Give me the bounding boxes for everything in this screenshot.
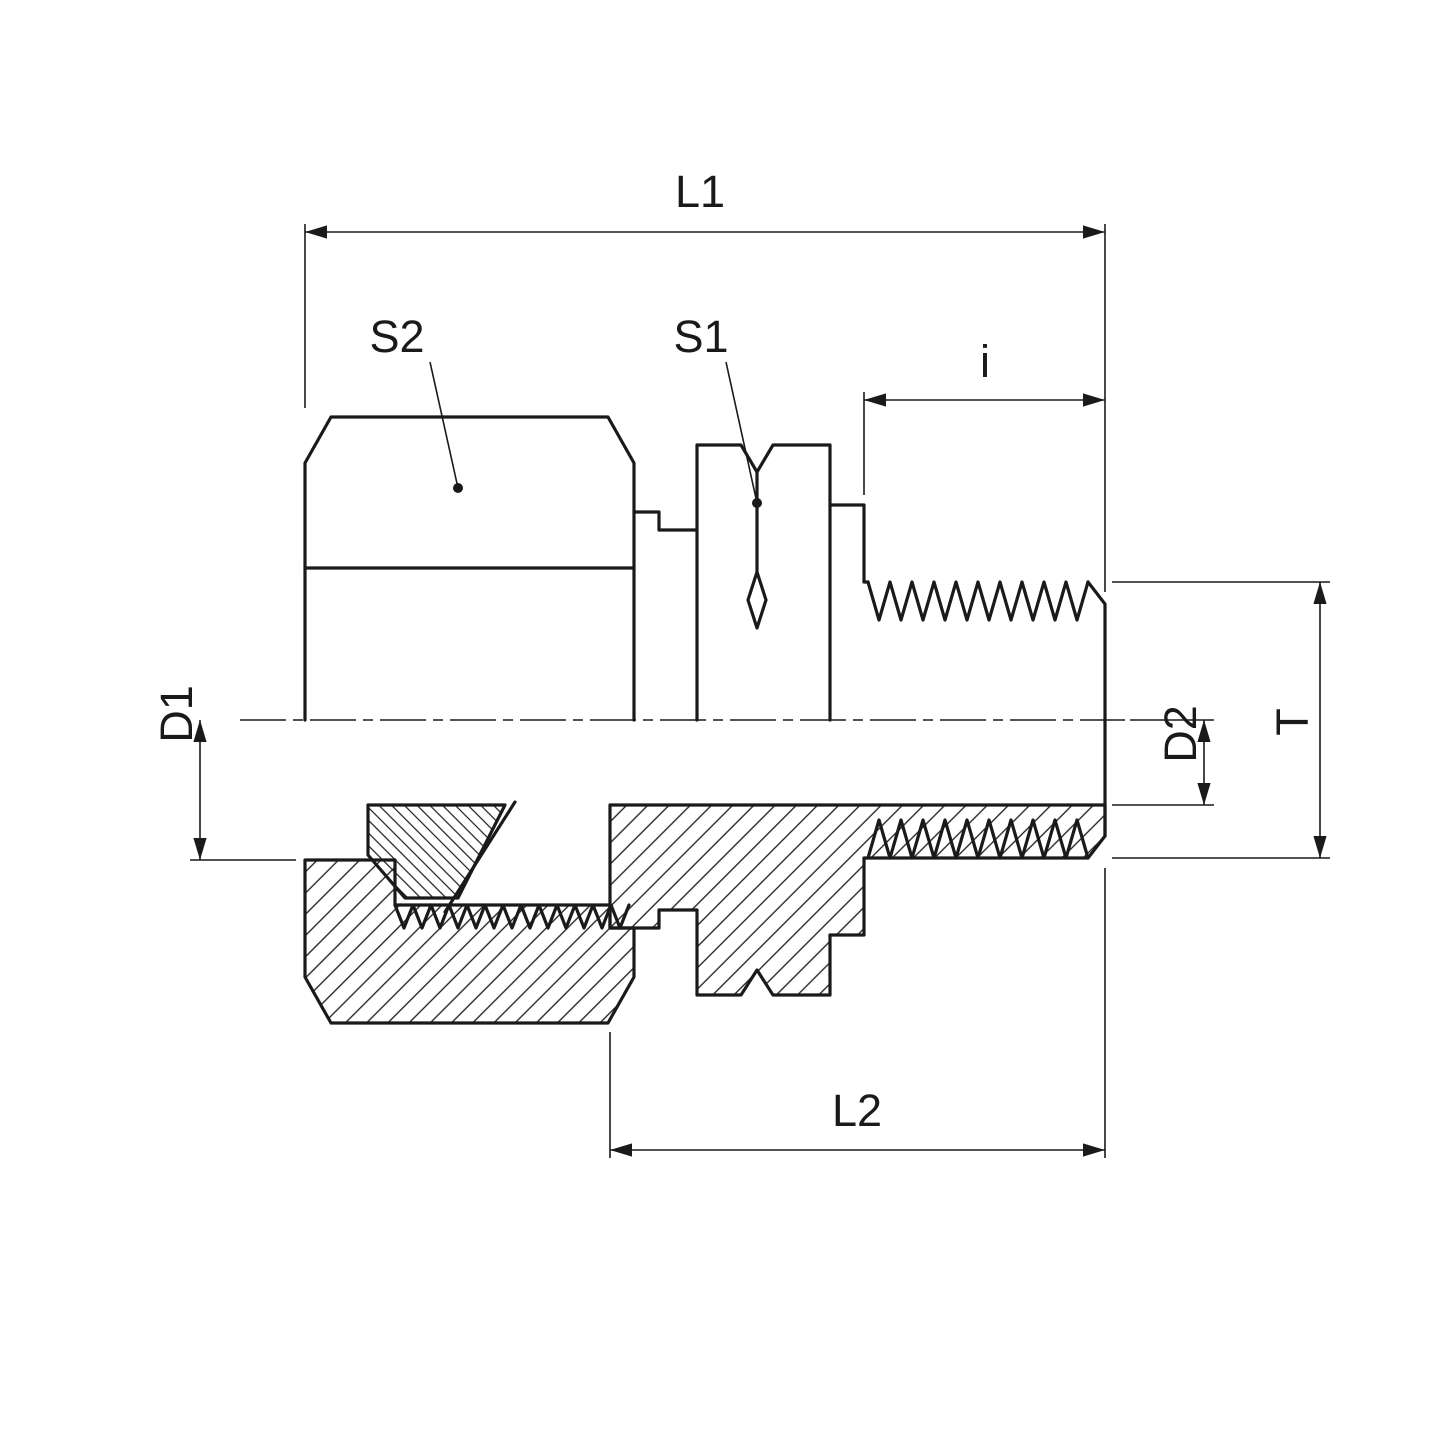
leader-s2-line xyxy=(429,361,459,489)
witness-groove-diamond xyxy=(746,470,768,630)
leader-s2: S2 xyxy=(369,311,463,493)
dim-d1: D1 xyxy=(151,685,296,861)
male-thread-profile-bottom xyxy=(866,818,1090,860)
dim-label-d2: D2 xyxy=(1155,705,1206,763)
dim-label-l1: L1 xyxy=(675,166,725,217)
neck-outline xyxy=(632,510,699,532)
male-thread-profile-top xyxy=(866,580,1090,622)
section-bottom xyxy=(303,800,1107,1025)
dim-l2-extension-lines xyxy=(609,868,1106,1158)
fitting-exterior-top xyxy=(303,415,1107,838)
dim-label-l2: L2 xyxy=(832,1085,882,1136)
dim-label-s2: S2 xyxy=(369,311,424,362)
leader-s1-line xyxy=(725,361,758,504)
internal-thread-profile xyxy=(393,903,631,930)
dim-label-s1: S1 xyxy=(673,311,728,362)
dim-l1: L1 xyxy=(304,166,1106,592)
dim-t: T xyxy=(1112,581,1330,859)
dim-label-i: i xyxy=(980,336,990,387)
body-hex-outline xyxy=(695,443,832,722)
sealing-cone-line xyxy=(443,800,517,914)
dim-l2: L2 xyxy=(609,868,1106,1158)
dim-d2: D2 xyxy=(1112,705,1214,806)
end-face-outline xyxy=(1086,580,1107,838)
leader-s1: S1 xyxy=(673,311,762,508)
dim-i: i xyxy=(863,336,1105,495)
nut-section xyxy=(303,858,636,1025)
dim-l1-extension-lines xyxy=(304,224,1106,592)
dim-t-extension-lines xyxy=(1112,581,1330,859)
collar-outline xyxy=(828,503,870,584)
leader-s2-dot xyxy=(453,483,463,493)
swivel-nut-outline xyxy=(303,415,636,722)
dim-label-d1: D1 xyxy=(151,685,202,743)
leader-s1-dot xyxy=(752,498,762,508)
dim-label-t: T xyxy=(1267,708,1318,736)
ferrule-section xyxy=(366,803,507,900)
